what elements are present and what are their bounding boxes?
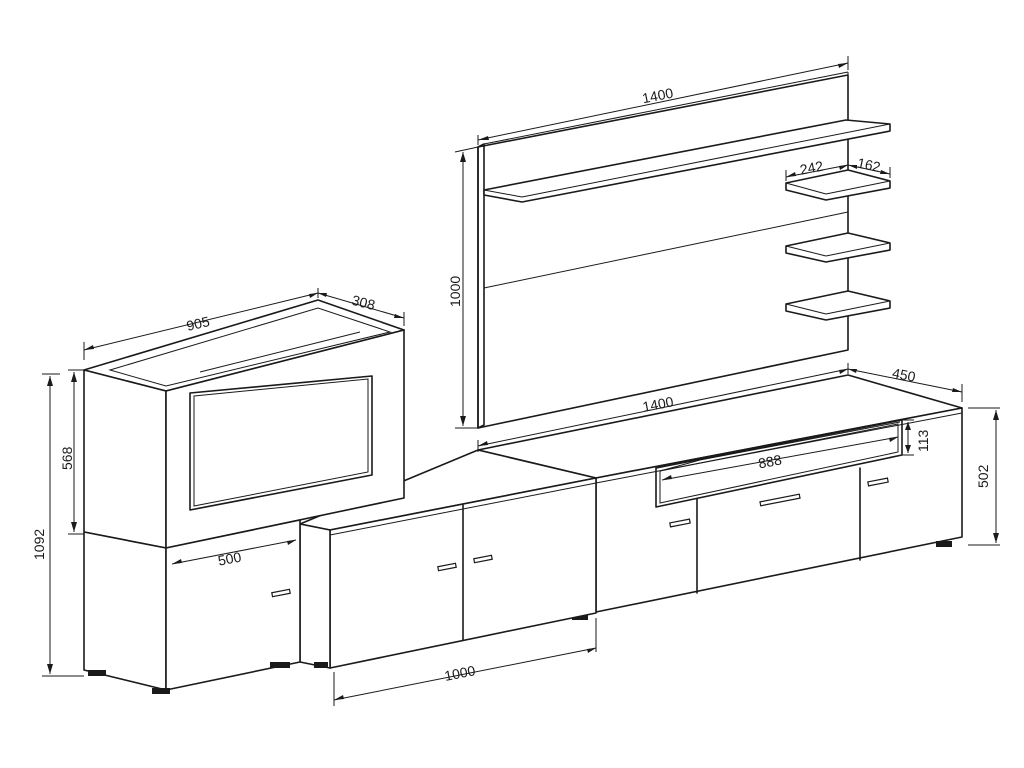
dimension-shelf: 242 162 (785, 154, 891, 181)
dimension-panel-height: 1000 (447, 146, 479, 429)
small-shelf (785, 232, 891, 263)
dimension-niche-height: 113 (902, 419, 931, 456)
dimension-middle-width: 1000 (333, 618, 597, 706)
dimension-tv-cabinet-depth: 450 (847, 365, 963, 402)
dimension-showcase-lower-width: 500 (171, 539, 297, 569)
showcase-cabinet (83, 299, 405, 694)
dimension-label: 162 (856, 154, 882, 175)
middle-cabinet (299, 449, 597, 669)
dimension-label: 1400 (641, 85, 675, 107)
dimension-label: 113 (915, 429, 931, 452)
dimension-showcase-depth: 308 (317, 292, 405, 326)
dimension-panel-width-top: 1400 (477, 56, 849, 145)
small-shelf (785, 290, 891, 321)
showcase-glass-frame (189, 375, 373, 511)
dimension-label: 1000 (443, 662, 477, 684)
dimension-showcase-glass-height: 568 (59, 369, 84, 535)
dimension-showcase-width: 905 (83, 288, 319, 360)
dimension-label: 1400 (641, 393, 675, 415)
door-handle (669, 518, 691, 528)
tv-cabinet (477, 374, 963, 620)
dimension-label: 1000 (447, 276, 463, 307)
door-handle (271, 588, 291, 598)
dimension-niche-width: 888 (661, 436, 899, 481)
dimension-label: 450 (891, 365, 917, 385)
dimension-label: 888 (757, 451, 783, 471)
dimension-label: 500 (217, 549, 243, 569)
dimension-label: 242 (799, 158, 825, 178)
dimension-tv-cabinet-width: 1400 (477, 363, 849, 452)
dimension-label: 568 (59, 446, 75, 470)
door-handle (437, 562, 457, 572)
dimension-label: 308 (350, 292, 377, 313)
door-handle (867, 477, 889, 487)
long-shelf (483, 119, 891, 203)
door-handle (473, 554, 493, 564)
dimension-label: 502 (975, 464, 991, 488)
wall-panel (477, 71, 891, 429)
dimension-showcase-total-height: 1092 (31, 373, 84, 677)
dimension-label: 1092 (31, 529, 47, 560)
drawer-handle (759, 493, 801, 507)
dimension-tv-cabinet-height: 502 (968, 407, 1000, 546)
dimension-label: 905 (185, 313, 212, 334)
